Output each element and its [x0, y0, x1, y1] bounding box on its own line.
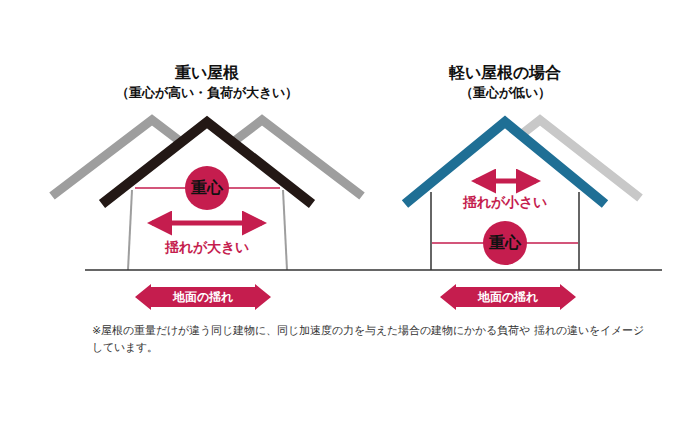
ground-shake-arrow: 地面の揺れ	[440, 284, 576, 310]
ground-label: 地面の揺れ	[173, 289, 233, 306]
sway-arrow	[152, 221, 262, 226]
house-wall	[283, 190, 287, 270]
house-wall	[578, 192, 580, 270]
house-body	[405, 122, 605, 270]
gravity-label: 重心	[191, 177, 223, 199]
arrow-shape	[440, 284, 576, 310]
sway-label: 揺れが小さい	[461, 194, 549, 212]
ground-shake-arrow: 地面の揺れ	[135, 284, 271, 310]
arrow-shape	[135, 284, 271, 310]
house-wall	[430, 192, 432, 270]
house-figure: 軽い屋根の場合（重心が低い） 重心	[395, 62, 615, 272]
sway-label: 揺れが大きい	[163, 239, 251, 257]
gravity-center-circle: 重心	[185, 166, 229, 210]
house-wall	[128, 190, 132, 270]
gravity-center-circle: 重心	[483, 221, 527, 265]
house-subtitle: （重心が高い・負荷が大きい）	[97, 84, 317, 102]
house-subtitle: （重心が低い）	[395, 84, 615, 102]
sway-arrow	[476, 179, 536, 184]
house-body	[102, 122, 312, 270]
ground-line	[85, 269, 662, 271]
ground-label: 地面の揺れ	[478, 289, 538, 306]
heavy-roof	[102, 122, 312, 204]
light-roof	[405, 122, 605, 204]
house-title: 重い屋根	[97, 62, 317, 84]
house-title: 軽い屋根の場合	[395, 62, 615, 84]
gravity-label: 重心	[489, 232, 521, 254]
footnote: ※屋根の重量だけが違う同じ建物に、同じ加速度の力を与えた場合の建物にかかる負荷や…	[92, 322, 652, 356]
